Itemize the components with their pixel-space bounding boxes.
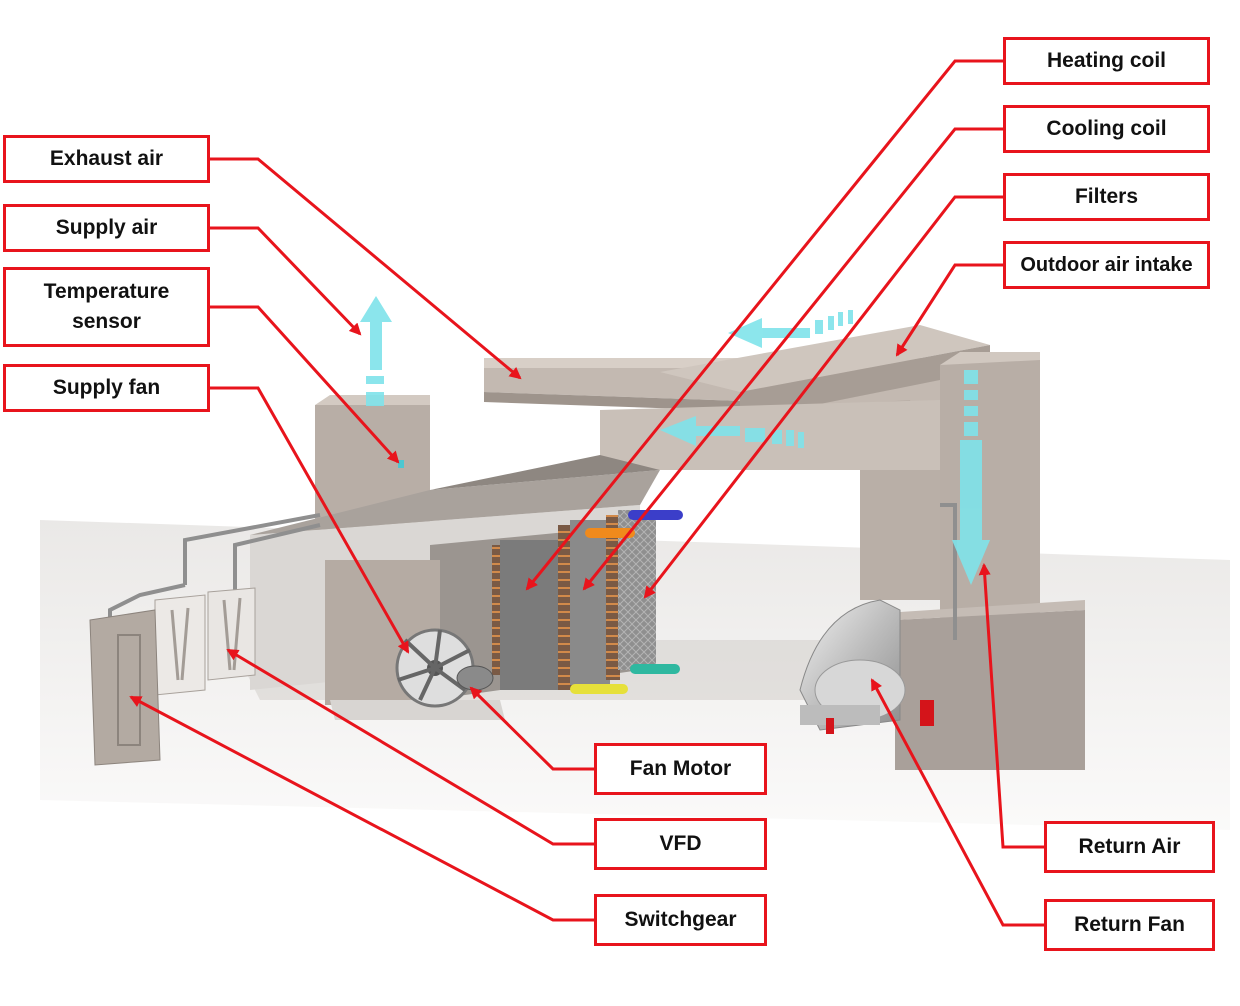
label-return-fan: Return Fan <box>1044 899 1215 951</box>
label-exhaust-air: Exhaust air <box>3 135 210 183</box>
label-heating-coil: Heating coil <box>1003 37 1210 85</box>
label-filters: Filters <box>1003 173 1210 221</box>
label-temperature-sensor: Temperature sensor <box>3 267 210 347</box>
label-supply-air: Supply air <box>3 204 210 252</box>
label-cooling-coil: Cooling coil <box>1003 105 1210 153</box>
label-fan-motor: Fan Motor <box>594 743 767 795</box>
label-supply-fan: Supply fan <box>3 364 210 412</box>
label-vfd: VFD <box>594 818 767 870</box>
label-outdoor-air-intake: Outdoor air intake <box>1003 241 1210 289</box>
switchgear-cabinet <box>89 609 161 766</box>
label-switchgear: Switchgear <box>594 894 767 946</box>
label-return-air: Return Air <box>1044 821 1215 873</box>
